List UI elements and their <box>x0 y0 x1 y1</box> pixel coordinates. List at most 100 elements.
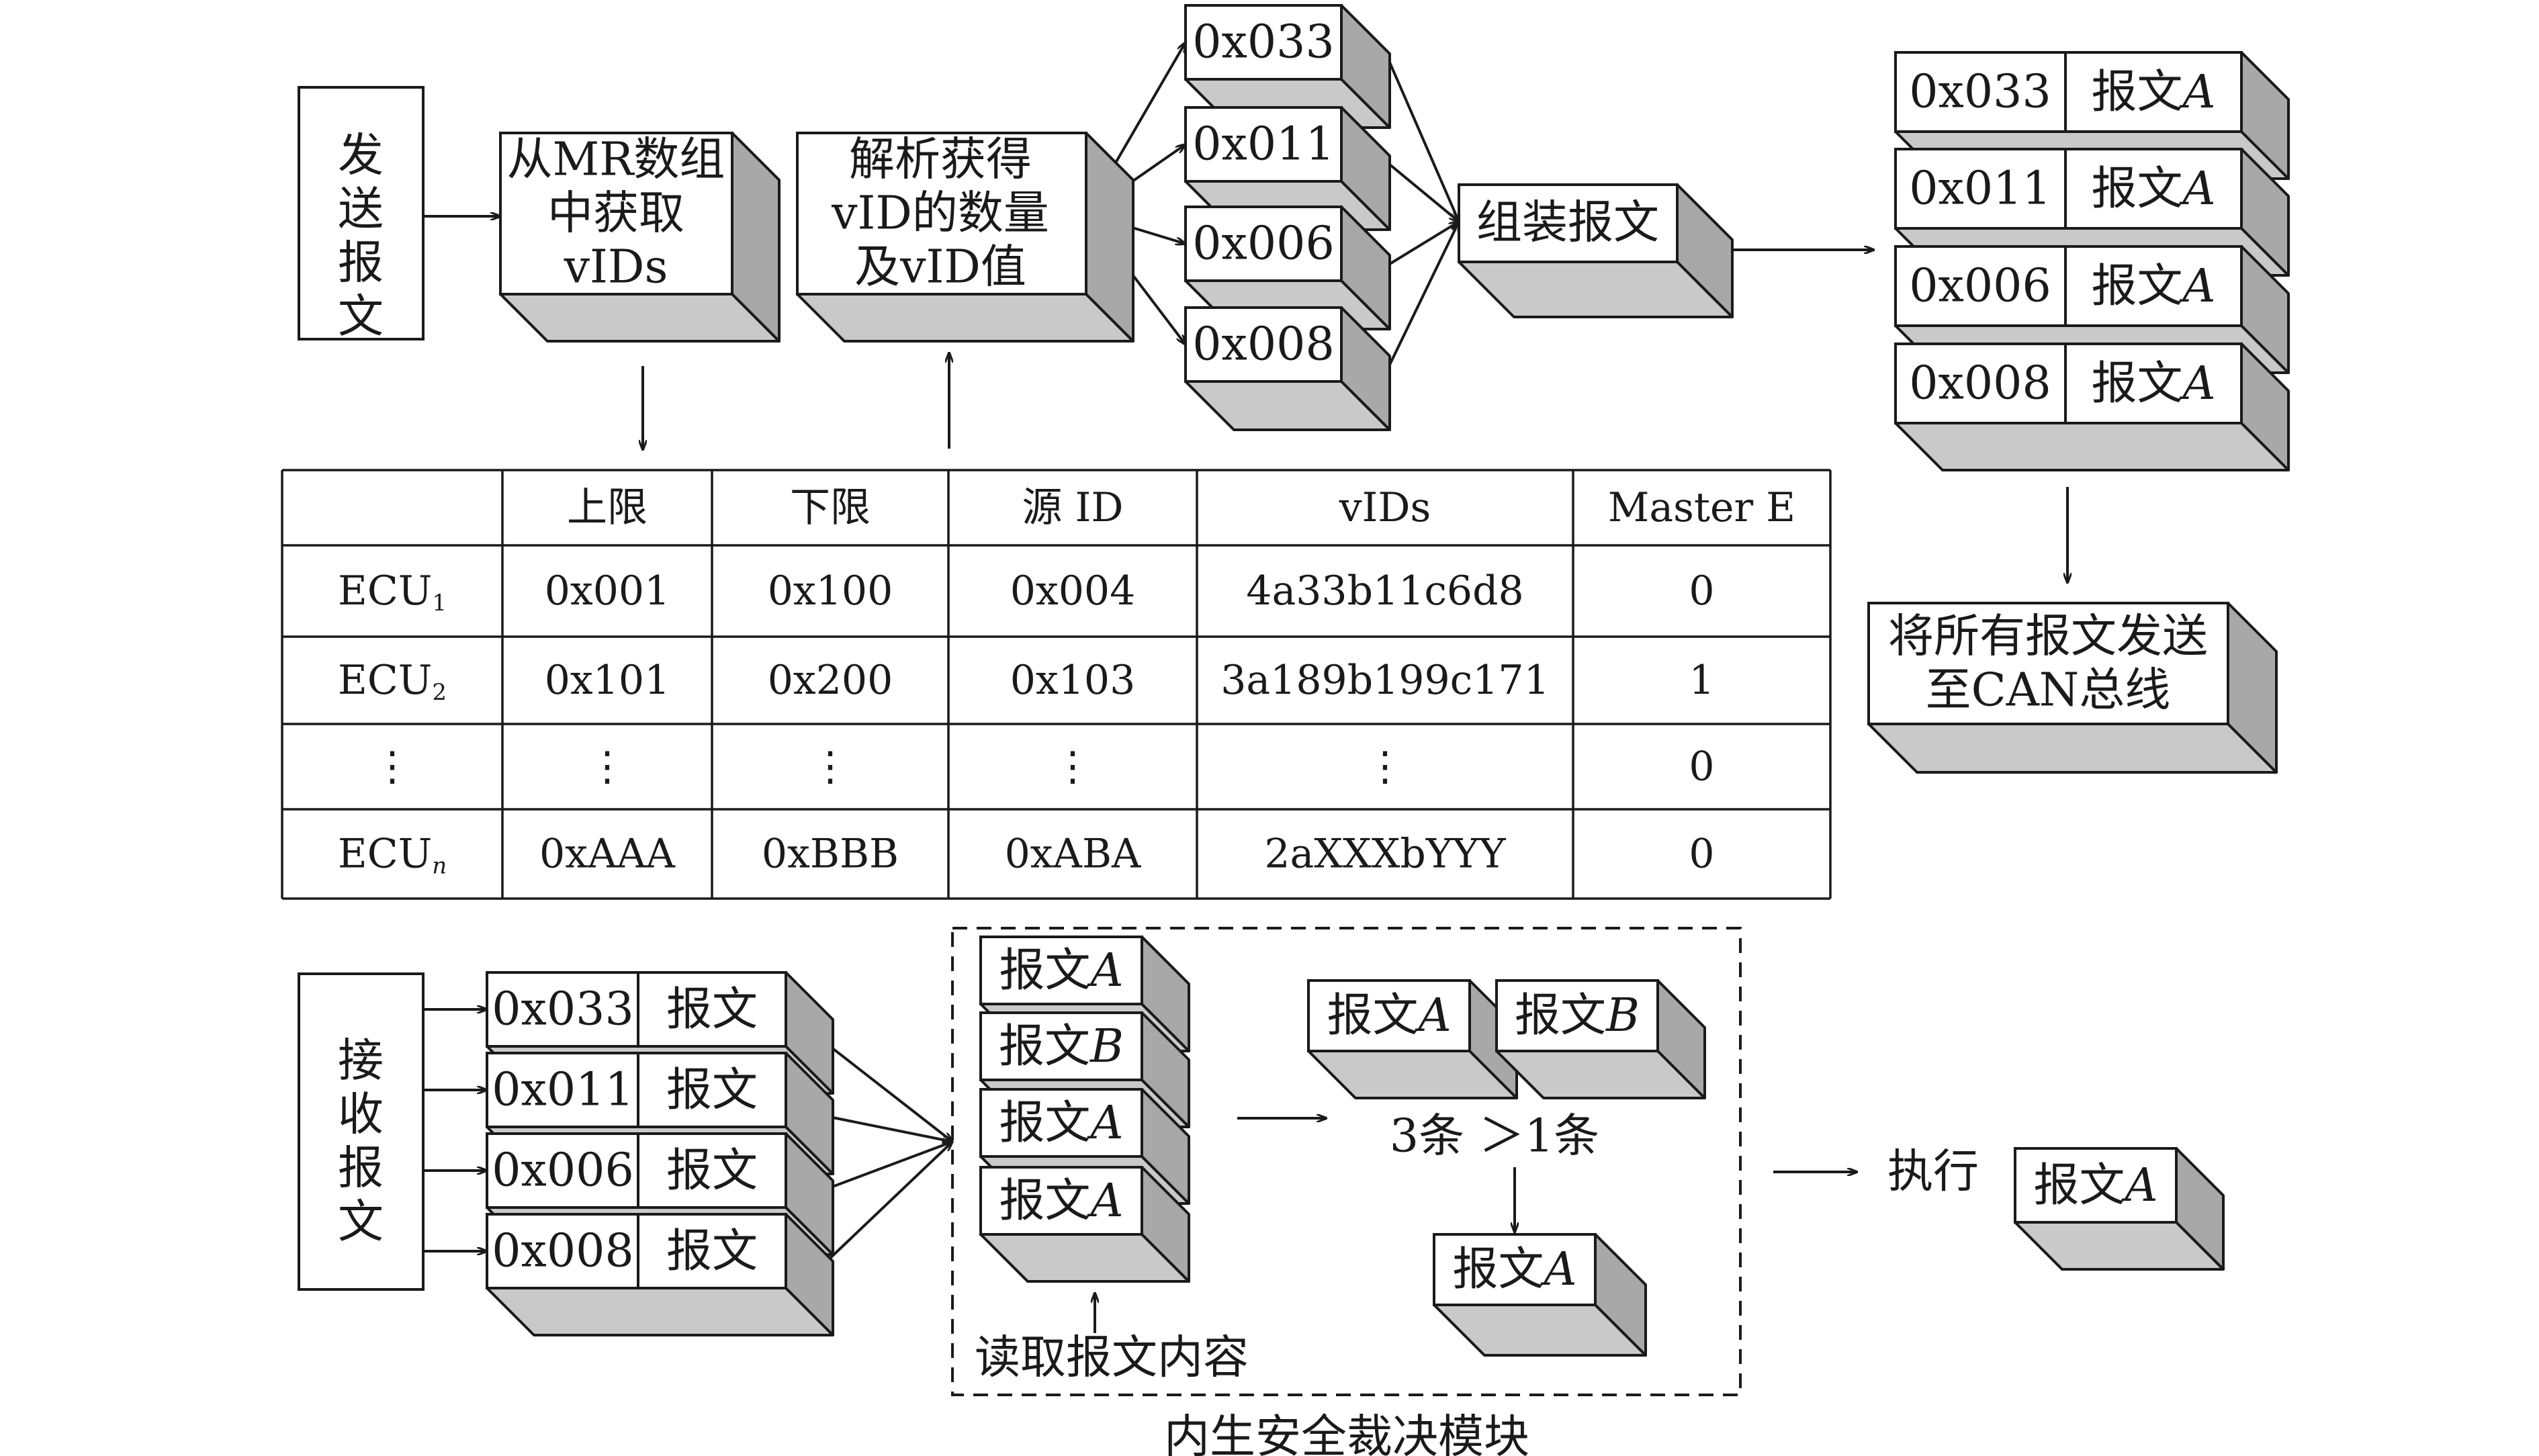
content-row-1-front-face <box>979 936 1143 1005</box>
compare-box-b <box>1495 979 1706 1099</box>
table-cell-r4-c6: 0 <box>1689 831 1714 878</box>
row-to-module-arrow-1 <box>811 1032 952 1142</box>
table-cell-r2-c6: 1 <box>1689 657 1714 704</box>
vid-to-assemble-arrow-3 <box>1388 222 1459 265</box>
table-cell-r1-c5: 4a33b11c6d8 <box>1246 567 1523 615</box>
assembled-row-msg-1-variant: A <box>2178 66 2215 119</box>
content-row-msg-3: 报文A <box>999 1097 1123 1150</box>
received-row-msg-2-word: 报文 <box>666 1064 758 1117</box>
received-row-msg-2: 报文 <box>666 1064 758 1117</box>
lookup-vids-box-front-face <box>499 132 733 295</box>
vid-value-3: 0x006 <box>1192 218 1334 271</box>
assemble-message-text: 组装报文 <box>1476 197 1659 250</box>
content-row-msg-3-word: 报文 <box>999 1097 1090 1150</box>
assemble-message-box <box>1458 183 1734 318</box>
content-row-msg-4-word: 报文 <box>999 1175 1090 1228</box>
ecu-subscript: 1 <box>432 590 447 617</box>
table-cell-r2-c3: 0x200 <box>768 657 893 704</box>
compare-box-b-text-word: 报文 <box>1515 989 1606 1042</box>
parse-vids-box-front-face <box>796 132 1087 295</box>
content-row-msg-4-variant: A <box>1086 1175 1123 1228</box>
vote-count-label: 3条 ＞1条 <box>1390 1110 1599 1163</box>
assembled-row-2-front-face <box>1894 148 2243 230</box>
assembled-row-msg-1-word: 报文 <box>2091 66 2182 119</box>
table-cell-r1-c4: 0x004 <box>1010 567 1136 615</box>
ecu-label: ECU <box>338 657 432 704</box>
send-can-bus-box-bottom-face <box>1867 723 2278 774</box>
table-cell-r3-c2: ⋮ <box>587 743 627 790</box>
arbitration-module-border <box>951 927 1742 1396</box>
parse-vids-text-line-1: 解析获得 <box>849 134 1032 187</box>
received-row-1-front-face <box>486 971 787 1048</box>
table-cell-r1-c3: 0x100 <box>768 567 893 615</box>
receive-box-char-4: 文 <box>338 1196 384 1249</box>
assembled-row-id-1: 0x033 <box>1909 66 2051 119</box>
received-row-id-3: 0x006 <box>492 1144 633 1197</box>
module-caption: 内生安全裁决模块 <box>1164 1411 1529 1456</box>
table-header-3: 下限 <box>790 484 871 531</box>
content-row-msg-2: 报文B <box>999 1020 1124 1073</box>
table-cell-r2-c2: 0x101 <box>545 657 670 704</box>
content-row-msg-2-word: 报文 <box>999 1020 1090 1073</box>
send-box-char-4: 文 <box>338 291 384 344</box>
send-box-char-1: 发 <box>338 130 384 183</box>
send-message-box <box>298 86 425 340</box>
compare-box-a-text-word: 报文 <box>1327 989 1418 1042</box>
read-content-label: 读取报文内容 <box>975 1332 1249 1385</box>
vid-value-2: 0x011 <box>1192 118 1334 171</box>
table-cell-r3-c4: ⋮ <box>1053 743 1093 790</box>
execute-result-box <box>2014 1147 2225 1271</box>
table-cell-r4-c2: 0xAAA <box>539 831 676 878</box>
received-row-4 <box>486 1213 834 1336</box>
compare-box-a-front-face <box>1307 979 1471 1052</box>
assembled-row-msg-3: 报文A <box>2091 260 2215 313</box>
execute-label: 执行 <box>1887 1146 1979 1199</box>
assembled-row-msg-2: 报文A <box>2091 163 2215 216</box>
vote-result-box-front-face <box>1433 1233 1597 1306</box>
table-cell-r2-c4: 0x103 <box>1010 657 1136 704</box>
assembled-row-1-front-face <box>1894 51 2243 133</box>
execute-result-text-word: 报文 <box>2033 1159 2125 1212</box>
row-to-module-arrow-4 <box>811 1142 952 1276</box>
received-row-4-bottom-face <box>486 1287 834 1336</box>
assemble-message-box-front-face <box>1458 183 1679 263</box>
send-can-bus-box-front-face <box>1867 602 2229 725</box>
row-to-module-arrow-2 <box>812 1112 952 1142</box>
assembled-row-msg-2-variant: A <box>2178 163 2215 216</box>
vote-result-text: 报文A <box>1452 1243 1576 1296</box>
vid-box-4 <box>1184 306 1391 431</box>
received-row-id-4: 0x008 <box>492 1225 633 1278</box>
table-row-3-name: ⋮ <box>372 743 412 790</box>
vid-box-2-front-face <box>1184 106 1343 183</box>
ecu-label: ⋮ <box>372 743 412 790</box>
compare-box-a <box>1307 979 1518 1099</box>
received-row-3-front-face <box>486 1132 787 1209</box>
assembled-row-msg-3-variant: A <box>2178 260 2215 313</box>
lookup-vids-text-line-3: vIDs <box>564 241 668 294</box>
vote-result-text-word: 报文 <box>1452 1243 1544 1296</box>
vid-to-assemble-arrow-4 <box>1388 222 1459 365</box>
received-row-msg-4-word: 报文 <box>666 1225 758 1278</box>
assembled-row-msg-3-word: 报文 <box>2091 260 2182 313</box>
vid-value-1: 0x033 <box>1192 16 1334 69</box>
content-row-msg-1: 报文A <box>999 944 1123 997</box>
table-header-5: vIDs <box>1339 484 1431 531</box>
assembled-row-id-4: 0x008 <box>1909 357 2051 410</box>
assembled-row-4-bottom-face <box>1894 422 2290 471</box>
received-row-msg-1: 报文 <box>666 983 758 1036</box>
row-to-module-arrow-3 <box>812 1140 952 1195</box>
assembled-row-id-3: 0x006 <box>1909 260 2051 313</box>
send-can-bus-text-line-1: 将所有报文发送 <box>1888 610 2208 664</box>
vote-result-text-variant: A <box>1540 1243 1576 1296</box>
send-box-char-3: 报 <box>338 237 384 290</box>
table-cell-r4-c4: 0xABA <box>1005 831 1141 878</box>
assembled-row-msg-4: 报文A <box>2091 357 2215 410</box>
diagram-blocks <box>298 4 2290 1357</box>
compare-box-a-text-variant: A <box>1414 989 1451 1042</box>
content-row-msg-4: 报文A <box>999 1175 1123 1228</box>
table-cell-r3-c6: 0 <box>1689 743 1714 790</box>
ecu-subscript: n <box>432 853 447 880</box>
table-cell-r4-c5: 2aXXXbYYY <box>1264 831 1507 878</box>
table-header-6: Master E <box>1608 484 1795 531</box>
